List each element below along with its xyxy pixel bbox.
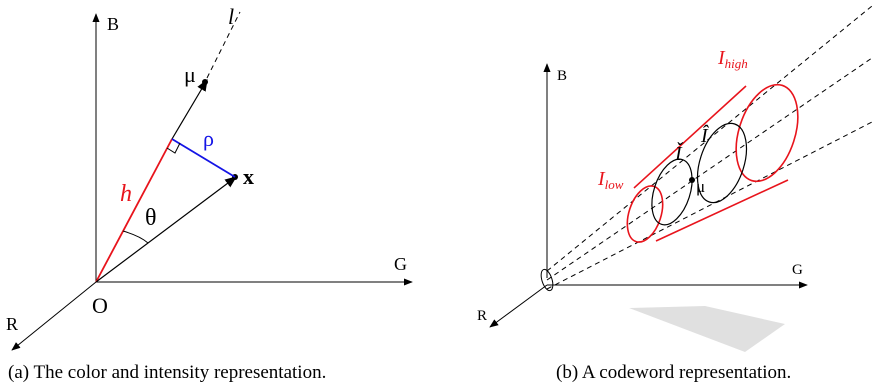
r-axis-b bbox=[489, 284, 548, 328]
h-vector bbox=[95, 138, 173, 283]
mu-point bbox=[202, 79, 208, 85]
label-r-a: R bbox=[6, 314, 18, 334]
ray-lower bbox=[546, 121, 873, 290]
theta-arc bbox=[122, 230, 149, 244]
figure-canvas: B G R O l μ ρ x h θ B G R Ilow Ihigh Ǐ Î bbox=[6, 4, 873, 352]
line-l-dashed bbox=[206, 11, 241, 79]
ilow-ellipse bbox=[626, 185, 664, 243]
rho-segment bbox=[171, 138, 236, 178]
label-mu-b: μ bbox=[696, 177, 705, 196]
shadow-shape bbox=[629, 306, 785, 352]
cone-top-edge bbox=[633, 85, 747, 189]
label-ilow-sub: low bbox=[605, 177, 624, 192]
label-h: h bbox=[120, 181, 132, 207]
panel-a bbox=[11, 11, 413, 351]
label-line-l: l bbox=[228, 4, 234, 29]
ray-middle bbox=[546, 57, 873, 281]
caption-a: (a) The color and intensity representati… bbox=[8, 362, 327, 383]
ihat-ellipse bbox=[696, 122, 748, 204]
label-r-b: R bbox=[477, 308, 487, 324]
caption-b: (b) A codeword representation. bbox=[556, 362, 792, 383]
label-rho: ρ bbox=[203, 126, 214, 151]
label-mu-a: μ bbox=[184, 62, 196, 87]
origin-ellipse bbox=[540, 268, 554, 292]
mu-vector bbox=[171, 78, 208, 140]
ihigh-ellipse bbox=[735, 83, 799, 183]
label-b-b: B bbox=[557, 68, 567, 84]
right-angle-mark bbox=[166, 142, 181, 154]
label-ilow: Ilow bbox=[597, 168, 624, 192]
panel-b bbox=[489, 5, 873, 352]
icheck-ellipse bbox=[651, 158, 693, 226]
label-ihigh: Ihigh bbox=[717, 47, 748, 71]
label-g-a: G bbox=[394, 254, 407, 274]
x-vector bbox=[95, 176, 237, 283]
label-b-a: B bbox=[107, 14, 119, 34]
label-g-b: G bbox=[792, 262, 803, 278]
mu-point-b bbox=[689, 177, 695, 183]
label-x: x bbox=[243, 164, 254, 189]
label-origin: O bbox=[92, 293, 108, 318]
r-axis-a bbox=[11, 281, 97, 351]
label-icheck: Ǐ bbox=[674, 141, 684, 165]
label-ihat: Î bbox=[700, 124, 709, 147]
label-ihigh-sub: high bbox=[725, 56, 748, 71]
cone-bottom-edge bbox=[655, 179, 789, 242]
label-theta: θ bbox=[145, 205, 157, 231]
